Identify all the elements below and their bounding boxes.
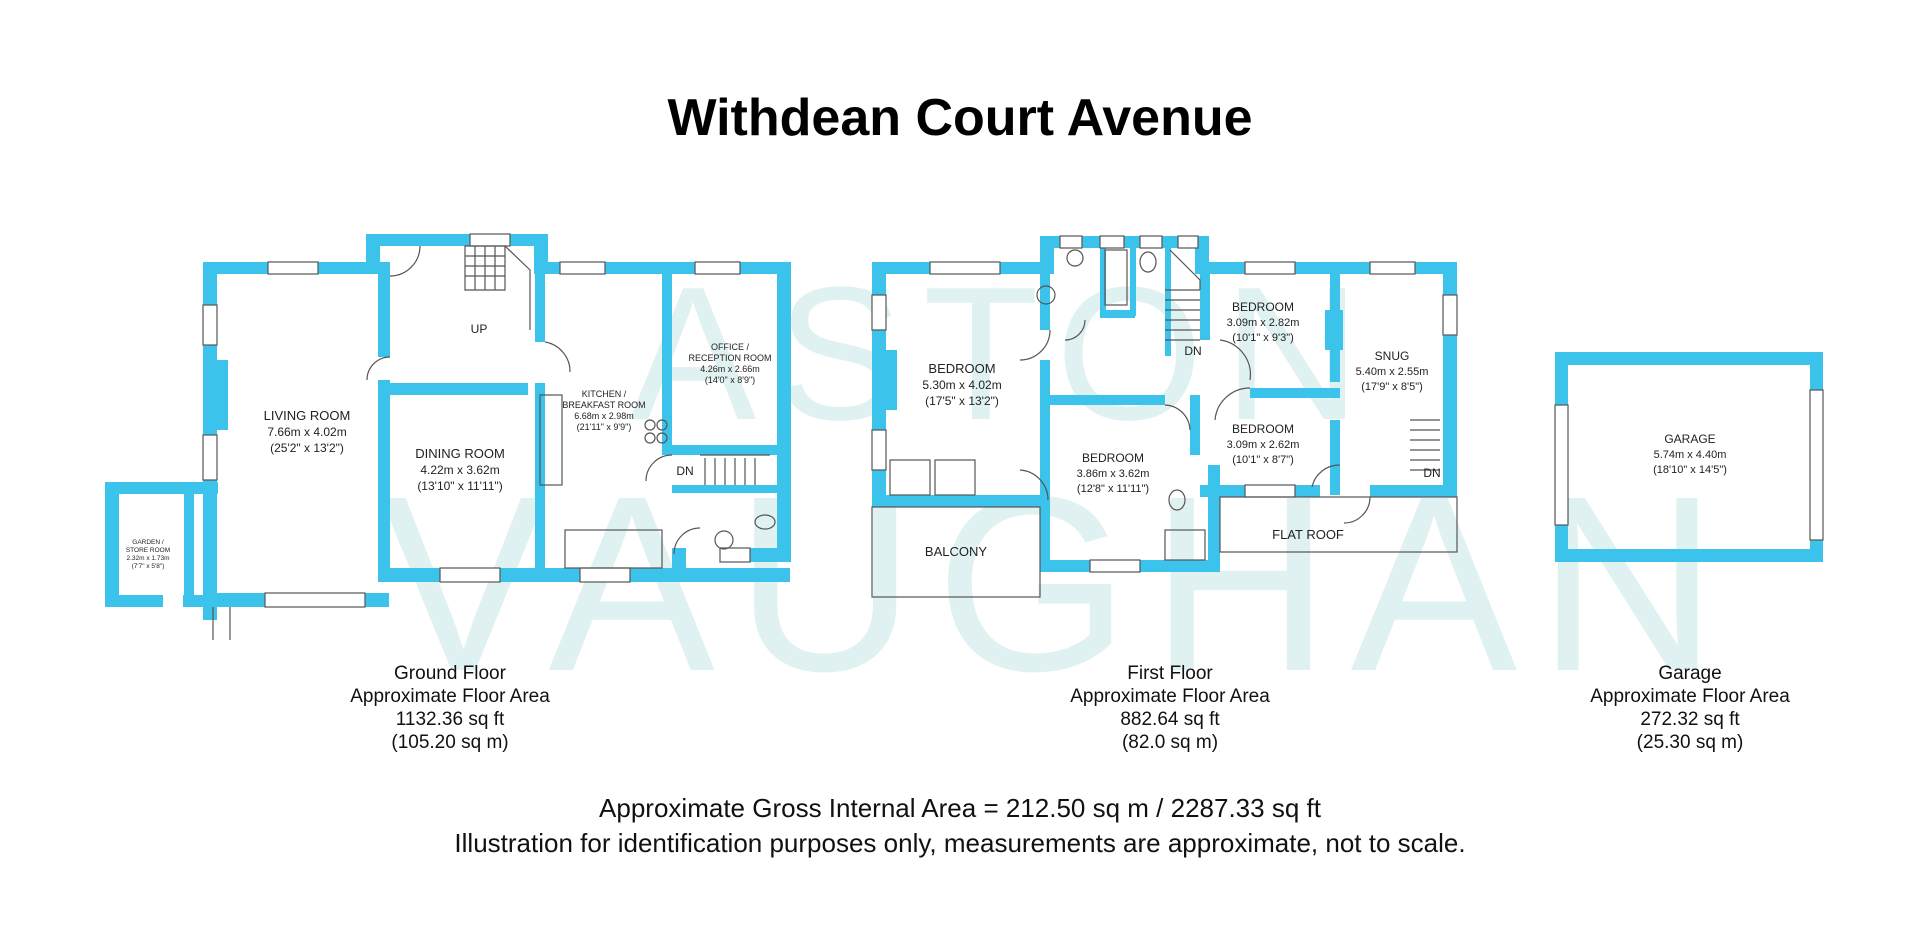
- svg-text:BEDROOM: BEDROOM: [1232, 422, 1294, 436]
- first-floor-fixtures: [871, 235, 1458, 598]
- ground-floor-walls: [105, 234, 791, 620]
- room-label-bedroom-4: BEDROOM 3.86m x 3.62m (12'8" x 11'11"): [1077, 451, 1150, 495]
- floor-area-label: Approximate Floor Area: [1070, 686, 1270, 707]
- svg-text:LIVING ROOM: LIVING ROOM: [264, 408, 351, 423]
- disclaimer: Illustration for identification purposes…: [454, 828, 1466, 858]
- svg-text:(17'9" x 8'5"): (17'9" x 8'5"): [1361, 381, 1423, 393]
- svg-text:3.09m x 2.62m: 3.09m x 2.62m: [1227, 439, 1300, 451]
- caption-garage: Garage Approximate Floor Area 272.32 sq …: [1540, 662, 1840, 754]
- stair-marker-up: UP: [471, 322, 488, 336]
- svg-text:(12'8" x 11'11"): (12'8" x 11'11"): [1077, 483, 1149, 495]
- svg-text:BREAKFAST ROOM: BREAKFAST ROOM: [562, 400, 645, 410]
- svg-text:(21'11" x 9'9"): (21'11" x 9'9"): [577, 422, 632, 432]
- floor-area-sqft: 1132.36 sq ft: [395, 709, 505, 730]
- ground-floor-plan: LIVING ROOM 7.66m x 4.02m (25'2" x 13'2"…: [105, 233, 791, 640]
- room-label-bedroom-3: BEDROOM 3.09m x 2.62m (10'1" x 8'7"): [1227, 422, 1300, 466]
- room-label-living-room: LIVING ROOM 7.66m x 4.02m (25'2" x 13'2"…: [264, 408, 351, 455]
- room-label-snug: SNUG 5.40m x 2.55m (17'9" x 8'5"): [1356, 349, 1429, 393]
- svg-text:OFFICE /: OFFICE /: [711, 342, 749, 352]
- stair-marker-down-1: DN: [1184, 344, 1201, 358]
- watermark-aston: ASTON: [629, 248, 1381, 460]
- svg-text:BEDROOM: BEDROOM: [1082, 451, 1144, 465]
- svg-text:BEDROOM: BEDROOM: [1232, 300, 1294, 314]
- svg-text:RECEPTION ROOM: RECEPTION ROOM: [688, 353, 771, 363]
- svg-text:KITCHEN /: KITCHEN /: [582, 389, 627, 399]
- svg-text:4.26m x 2.66m: 4.26m x 2.66m: [700, 364, 760, 374]
- svg-text:2.32m x 1.73m: 2.32m x 1.73m: [127, 555, 170, 562]
- room-label-bedroom-main: BEDROOM 5.30m x 4.02m (17'5" x 13'2"): [922, 361, 1001, 408]
- floor-area-label: Approximate Floor Area: [350, 686, 550, 707]
- room-label-bedroom-2: BEDROOM 3.09m x 2.82m (10'1" x 9'3"): [1227, 300, 1300, 344]
- floor-area-sqft: 272.32 sq ft: [1640, 709, 1740, 730]
- stair-marker-down-2: DN: [1423, 466, 1440, 480]
- svg-text:7.66m x 4.02m: 7.66m x 4.02m: [267, 425, 346, 439]
- room-label-kitchen: KITCHEN / BREAKFAST ROOM 6.68m x 2.98m (…: [562, 389, 645, 432]
- svg-text:3.09m x 2.82m: 3.09m x 2.82m: [1227, 317, 1300, 329]
- svg-text:(17'5" x 13'2"): (17'5" x 13'2"): [925, 394, 999, 408]
- svg-text:5.40m x 2.55m: 5.40m x 2.55m: [1356, 366, 1429, 378]
- svg-text:(7'7" x 5'8"): (7'7" x 5'8"): [132, 563, 165, 570]
- svg-text:3.86m x 3.62m: 3.86m x 3.62m: [1077, 468, 1150, 480]
- svg-text:SNUG: SNUG: [1375, 349, 1410, 363]
- floor-area-sqm: (25.30 sq m): [1636, 732, 1744, 753]
- floor-area-sqm: (105.20 sq m): [391, 732, 509, 753]
- first-floor-walls: [872, 236, 1457, 572]
- garage-plan: GARAGE 5.74m x 4.40m (18'10" x 14'5"): [1554, 352, 1824, 562]
- svg-text:(13'10" x 11'11"): (13'10" x 11'11"): [417, 479, 502, 493]
- svg-text:5.30m x 4.02m: 5.30m x 4.02m: [922, 378, 1001, 392]
- plan-title: Withdean Court Avenue: [667, 89, 1253, 147]
- room-label-garden-store: GARDEN / STORE ROOM 2.32m x 1.73m (7'7" …: [126, 539, 170, 570]
- flat-roof-label: FLAT ROOF: [1272, 527, 1344, 542]
- room-label-office: OFFICE / RECEPTION ROOM 4.26m x 2.66m (1…: [688, 342, 771, 385]
- svg-text:6.68m x 2.98m: 6.68m x 2.98m: [574, 411, 634, 421]
- svg-text:(14'0" x 8'9"): (14'0" x 8'9"): [705, 375, 755, 385]
- svg-text:4.22m x 3.62m: 4.22m x 3.62m: [420, 463, 499, 477]
- gross-internal-area: Approximate Gross Internal Area = 212.50…: [599, 793, 1321, 823]
- stair-marker-down: DN: [676, 464, 693, 478]
- floor-area-sqft: 882.64 sq ft: [1120, 709, 1220, 730]
- svg-text:(18'10" x 14'5"): (18'10" x 14'5"): [1653, 464, 1727, 476]
- svg-text:DINING ROOM: DINING ROOM: [415, 446, 505, 461]
- floor-name: First Floor: [1127, 663, 1213, 684]
- room-label-dining-room: DINING ROOM 4.22m x 3.62m (13'10" x 11'1…: [415, 446, 505, 493]
- svg-text:GARDEN /: GARDEN /: [132, 539, 164, 546]
- caption-first-floor: First Floor Approximate Floor Area 882.6…: [1020, 662, 1320, 754]
- floor-area-label: Approximate Floor Area: [1590, 686, 1790, 707]
- floor-name: Garage: [1658, 663, 1722, 684]
- caption-ground-floor: Ground Floor Approximate Floor Area 1132…: [300, 662, 600, 754]
- svg-text:(10'1" x 9'3"): (10'1" x 9'3"): [1232, 332, 1294, 344]
- garage-fixtures: [1554, 389, 1824, 541]
- room-label-garage: GARAGE 5.74m x 4.40m (18'10" x 14'5"): [1653, 432, 1727, 476]
- floor-name: Ground Floor: [394, 663, 506, 684]
- ground-floor-fixtures: [202, 233, 776, 640]
- first-floor-plan: BEDROOM 5.30m x 4.02m (17'5" x 13'2") BE…: [871, 235, 1458, 598]
- svg-text:(25'2" x 13'2"): (25'2" x 13'2"): [270, 441, 344, 455]
- svg-text:5.74m x 4.40m: 5.74m x 4.40m: [1654, 449, 1727, 461]
- svg-text:GARAGE: GARAGE: [1664, 432, 1715, 446]
- svg-text:BEDROOM: BEDROOM: [928, 361, 995, 376]
- floor-area-sqm: (82.0 sq m): [1121, 732, 1219, 753]
- svg-text:(10'1" x 8'7"): (10'1" x 8'7"): [1232, 454, 1294, 466]
- svg-text:STORE ROOM: STORE ROOM: [126, 547, 170, 554]
- balcony-label: BALCONY: [925, 544, 987, 559]
